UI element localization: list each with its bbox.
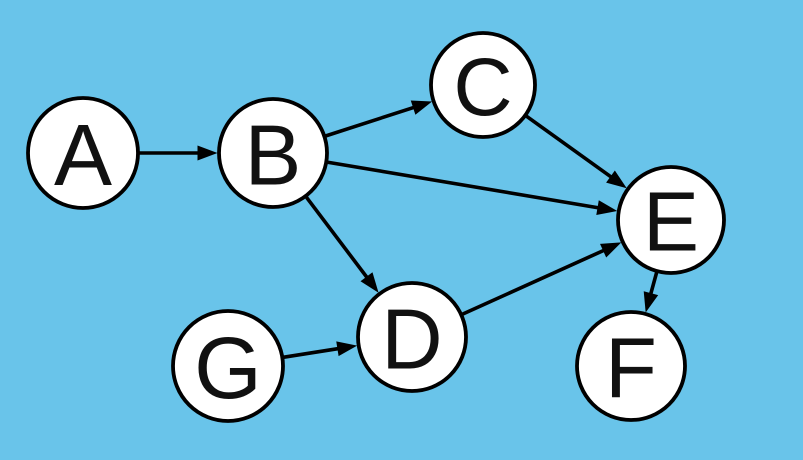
edge-D-E [460, 242, 622, 317]
graph-node-D: D [356, 281, 468, 393]
arrowhead-icon [596, 200, 618, 216]
node-circle-E [616, 165, 726, 275]
node-label-A: A [54, 107, 112, 204]
edge-E-F [643, 270, 659, 313]
node-label-G: G [194, 320, 262, 417]
graph-node-B: B [217, 97, 329, 209]
edge-line-E-F [648, 270, 659, 296]
graph-node-G: G [171, 309, 285, 423]
arrowhead-icon [606, 170, 627, 189]
edge-line-B-E [325, 160, 600, 210]
node-circle-A [26, 96, 140, 210]
nodes-layer: A B C D EF G [26, 31, 726, 423]
graph-node-F: F [575, 310, 687, 422]
edge-line-D-E [460, 248, 606, 317]
node-circle-C [429, 31, 537, 139]
arrowhead-icon [336, 341, 358, 357]
arrowhead-icon [197, 145, 218, 161]
graph-node-A: A [26, 96, 140, 210]
node-circle-B [217, 97, 329, 209]
graph-node-C: C [429, 31, 537, 139]
arrowhead-icon [360, 272, 379, 293]
edge-B-E [325, 160, 618, 216]
node-circle-G [171, 309, 285, 423]
edge-line-B-C [323, 105, 416, 139]
edge-line-G-D [282, 346, 340, 360]
node-label-F: F [605, 321, 657, 416]
edge-B-D [304, 195, 379, 293]
edge-line-C-E [524, 113, 614, 180]
node-circle-F [575, 310, 687, 422]
arrowhead-icon [410, 100, 433, 115]
node-label-E: E [643, 175, 699, 269]
edge-G-D [282, 341, 358, 360]
arrowhead-icon [643, 291, 659, 313]
edge-line-B-D [304, 195, 370, 280]
edge-C-E [524, 113, 627, 189]
edge-B-C [323, 100, 433, 139]
node-circle-D [356, 281, 468, 393]
node-label-D: D [381, 292, 442, 387]
node-label-C: C [453, 42, 512, 133]
node-label-B: B [245, 108, 302, 203]
edge-A-B [138, 145, 218, 161]
arrowhead-icon [600, 242, 622, 258]
graph-node-E: E [616, 165, 726, 275]
edges-layer [138, 100, 659, 360]
